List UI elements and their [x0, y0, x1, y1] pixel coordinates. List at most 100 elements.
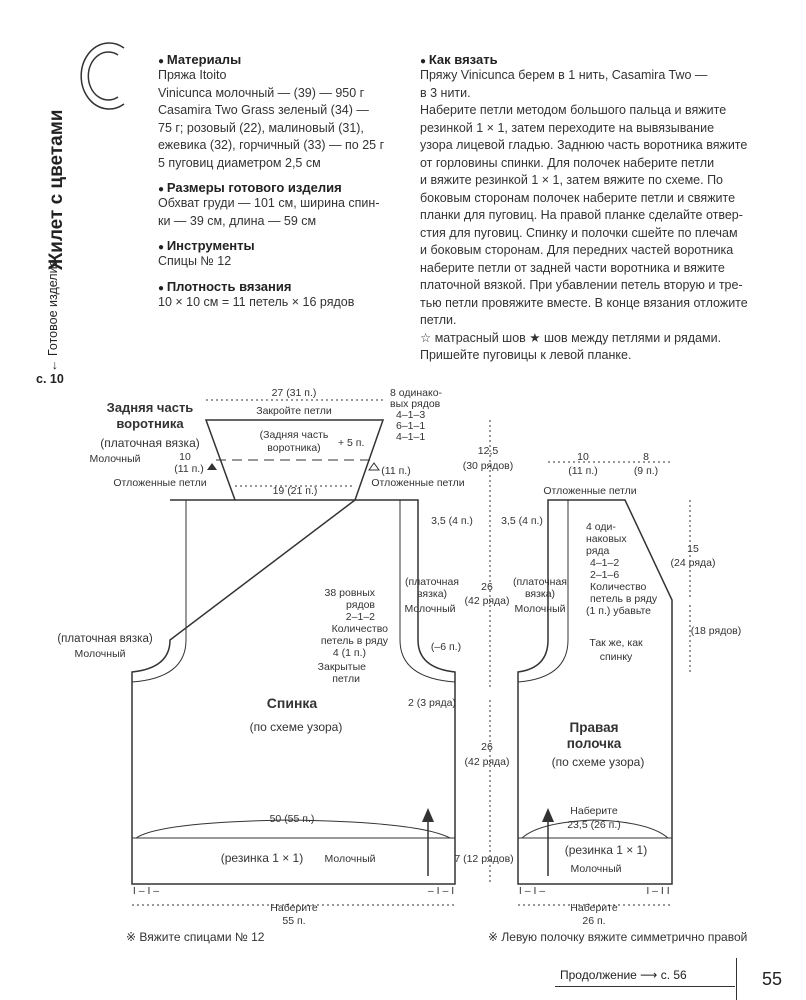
diagram-label: Наберите — [570, 902, 618, 914]
diagram-label: 7 (12 рядов) — [454, 853, 513, 865]
materials-line: 75 г; розовый (22), малиновый (31), — [158, 120, 364, 135]
diagram-label: (42 ряда) — [465, 595, 510, 607]
diagram-label: (по схеме узора) — [552, 755, 645, 769]
diagram-label: (платочная вязка) — [100, 436, 200, 450]
diagram-label: Правая — [570, 720, 619, 735]
instructions-column: Как вязать Пряжу Vinicunca берем в 1 нит… — [420, 52, 760, 365]
diagram-label: + 5 п. — [338, 437, 364, 449]
diagram-label: 8 одинако- — [390, 387, 443, 399]
diagram-label: (11 п.) — [174, 463, 203, 475]
howto-line: стия для пуговиц. Спинку и полочки сшейт… — [420, 225, 738, 240]
diagram-label: I – I – — [519, 885, 545, 897]
diagram-label: 6–1–1 — [396, 420, 425, 432]
diagram-label: 12,5 — [478, 445, 499, 457]
diagram-label: 4–1–3 — [396, 409, 425, 421]
section-letter-icon — [80, 42, 125, 110]
section-subtitle-text: Готовое изделие — [46, 259, 60, 357]
density-heading: Плотность вязания — [158, 279, 393, 294]
diagram-label: Отложенные петли — [543, 485, 636, 497]
materials-section: Материалы Пряжа Itoito Vinicunca молочны… — [158, 52, 393, 172]
set-aside-marker-right — [368, 462, 380, 471]
diagram-label: 23,5 (26 п.) — [567, 819, 621, 831]
diagram-label: (–6 п.) — [431, 641, 461, 653]
diagram-label: I – I – — [133, 885, 159, 897]
specs-column: Материалы Пряжа Itoito Vinicunca молочны… — [158, 52, 393, 319]
materials-line: Casamira Two Grass зеленый (34) — — [158, 103, 369, 117]
diagram-label: 2–1–6 — [590, 569, 619, 581]
materials-heading: Материалы — [158, 52, 393, 67]
diagram-label: 4 оди- — [586, 521, 616, 533]
diagram-label: 26 п. — [582, 915, 605, 927]
diagram-label: вязка) — [525, 588, 555, 600]
howto-line: боковым сторонам полочек наберите петли … — [420, 190, 736, 205]
materials-line: 5 пуговиц диаметром 2,5 см — [158, 155, 321, 170]
diagram-label: (9 п.) — [634, 465, 658, 477]
diagram-label: 19 (21 п.) — [273, 485, 318, 497]
howto-heading: Как вязать — [420, 52, 760, 67]
diagram-label: (42 ряда) — [465, 756, 510, 768]
materials-line: Vinicunca молочный — (39) — 950 г — [158, 85, 365, 100]
diagram-label: (Задняя часть — [260, 429, 329, 441]
diagram-label: Молочный — [514, 603, 565, 615]
diagram-label: 10 — [179, 451, 191, 463]
diagram-label: (11 п.) — [381, 465, 410, 477]
diagram-label: Отложенные петли — [113, 477, 206, 489]
tools-section: Инструменты Спицы № 12 — [158, 238, 393, 271]
diagram-label: 26 — [481, 741, 493, 753]
diagram-label: рядов — [346, 599, 375, 611]
diagram-label: (платочная — [513, 576, 567, 588]
howto-line: тью петли провяжите вместе. В конце вяза… — [420, 295, 748, 310]
diagram-label: 2–1–2 — [346, 611, 375, 623]
diagram-label: 4–1–2 — [590, 557, 619, 569]
diagram-label: Молочный — [570, 863, 621, 875]
legend-open-text: матрасный шов — [431, 330, 530, 345]
diagram-label: (резинка 1 × 1) — [565, 843, 647, 857]
howto-line: резинкой 1 × 1, затем переходите на вывя… — [420, 120, 715, 135]
front-arrow-head-icon — [542, 808, 554, 822]
legend-filled-text: шов между петлями и рядами. — [540, 330, 722, 345]
front-armhole-band — [517, 500, 569, 683]
continue-link[interactable]: Продолжение ⟶ с. 56 — [560, 968, 687, 982]
density-line: 10 × 10 см = 11 петель × 16 рядов — [158, 294, 355, 309]
howto-line: Пряжу Vinicunca берем в 1 нить, Casamira… — [420, 68, 708, 82]
diagram-label: воротника — [116, 416, 184, 431]
diagram-label: ряда — [586, 545, 610, 557]
back-arrow-icon: ← — [46, 359, 60, 373]
diagram-label: Наберите — [270, 902, 318, 914]
diagram-label: вязка) — [417, 588, 447, 600]
diagram-label: Молочный — [74, 648, 125, 660]
diagram-label: 26 — [481, 581, 493, 593]
diagram-label: (по схеме узора) — [250, 720, 343, 734]
diagram-label: вых рядов — [390, 398, 441, 410]
diagram-label: Молочный — [404, 603, 455, 615]
sizes-heading: Размеры готового изделия — [158, 180, 393, 195]
diagram-label: 38 ровных — [325, 587, 376, 599]
howto-last-line: Пришейте пуговицы к левой планке. — [420, 348, 632, 362]
diagram-label: 50 (55 п.) — [270, 813, 315, 825]
diagram-label: Задняя часть — [107, 400, 194, 415]
diagram-label: 15 — [687, 543, 699, 555]
materials-line: ежевика (32), горчичный (33) — по 25 г — [158, 138, 385, 152]
diagram-label: Количество — [590, 581, 647, 593]
diagram-label: (11 п.) — [568, 465, 597, 477]
diagram-label: 3,5 (4 п.) — [501, 515, 543, 527]
howto-line: узора лицевой гладью. Заднюю часть ворот… — [420, 138, 748, 152]
diagram-label: 10 — [577, 451, 589, 463]
howto-line: петли. — [420, 313, 457, 327]
diagram-label: 55 п. — [282, 915, 305, 927]
diagram-label: полочка — [567, 736, 622, 751]
diagram-label: наковых — [586, 533, 627, 545]
diagram-label: воротника) — [267, 442, 320, 454]
diagram-label: (18 рядов) — [691, 625, 742, 637]
back-arrow-head-icon — [422, 808, 434, 822]
howto-line: в 3 нити. — [420, 85, 471, 100]
open-star-icon: ☆ — [420, 330, 432, 345]
diagram-label: петель в ряду — [321, 635, 389, 647]
page-number: 55 — [736, 958, 806, 1000]
page-reference[interactable]: с. 10 — [36, 372, 64, 386]
diagram-label: Количество — [332, 623, 389, 635]
howto-line: и боковым сторонам. Для передних частей … — [420, 243, 734, 257]
diagram-label: (платочная — [405, 576, 459, 588]
sizes-line: Обхват груди — 101 см, ширина спин- — [158, 196, 380, 210]
diagram-label: 3,5 (4 п.) — [431, 515, 473, 527]
